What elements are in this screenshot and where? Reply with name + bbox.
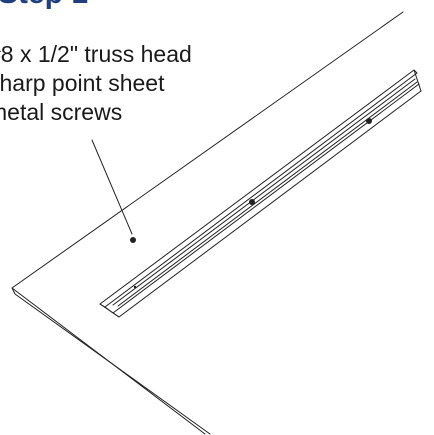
- channel-face: [112, 78, 416, 306]
- channel-end-step: [112, 312, 120, 318]
- callout-line-2: sharp point sheet: [0, 70, 165, 96]
- step-title: Step 1: [0, 0, 88, 11]
- panel-edge-thickness: [11, 287, 211, 435]
- channel-rail: [99, 69, 422, 318]
- callout-leader-line: [91, 139, 133, 235]
- channel-groove: [117, 81, 418, 307]
- channel-far-end: [413, 69, 422, 92]
- rail-hole-icon: [133, 285, 137, 289]
- channel-top-face: [99, 69, 418, 308]
- channel-inner-edge: [112, 83, 420, 314]
- screw-loose-icon: [130, 237, 136, 243]
- callout-line-3: metal screws: [0, 99, 123, 125]
- rail-screw-upper-icon: [366, 118, 372, 124]
- channel-bottom-edge: [118, 90, 422, 318]
- rail-screw-middle-icon: [249, 199, 255, 205]
- callout-line-1: #8 x 1/2" truss head: [0, 41, 192, 67]
- panel-edge-top: [11, 11, 404, 435]
- screw-callout: #8 x 1/2" truss head sharp point sheet m…: [0, 40, 192, 127]
